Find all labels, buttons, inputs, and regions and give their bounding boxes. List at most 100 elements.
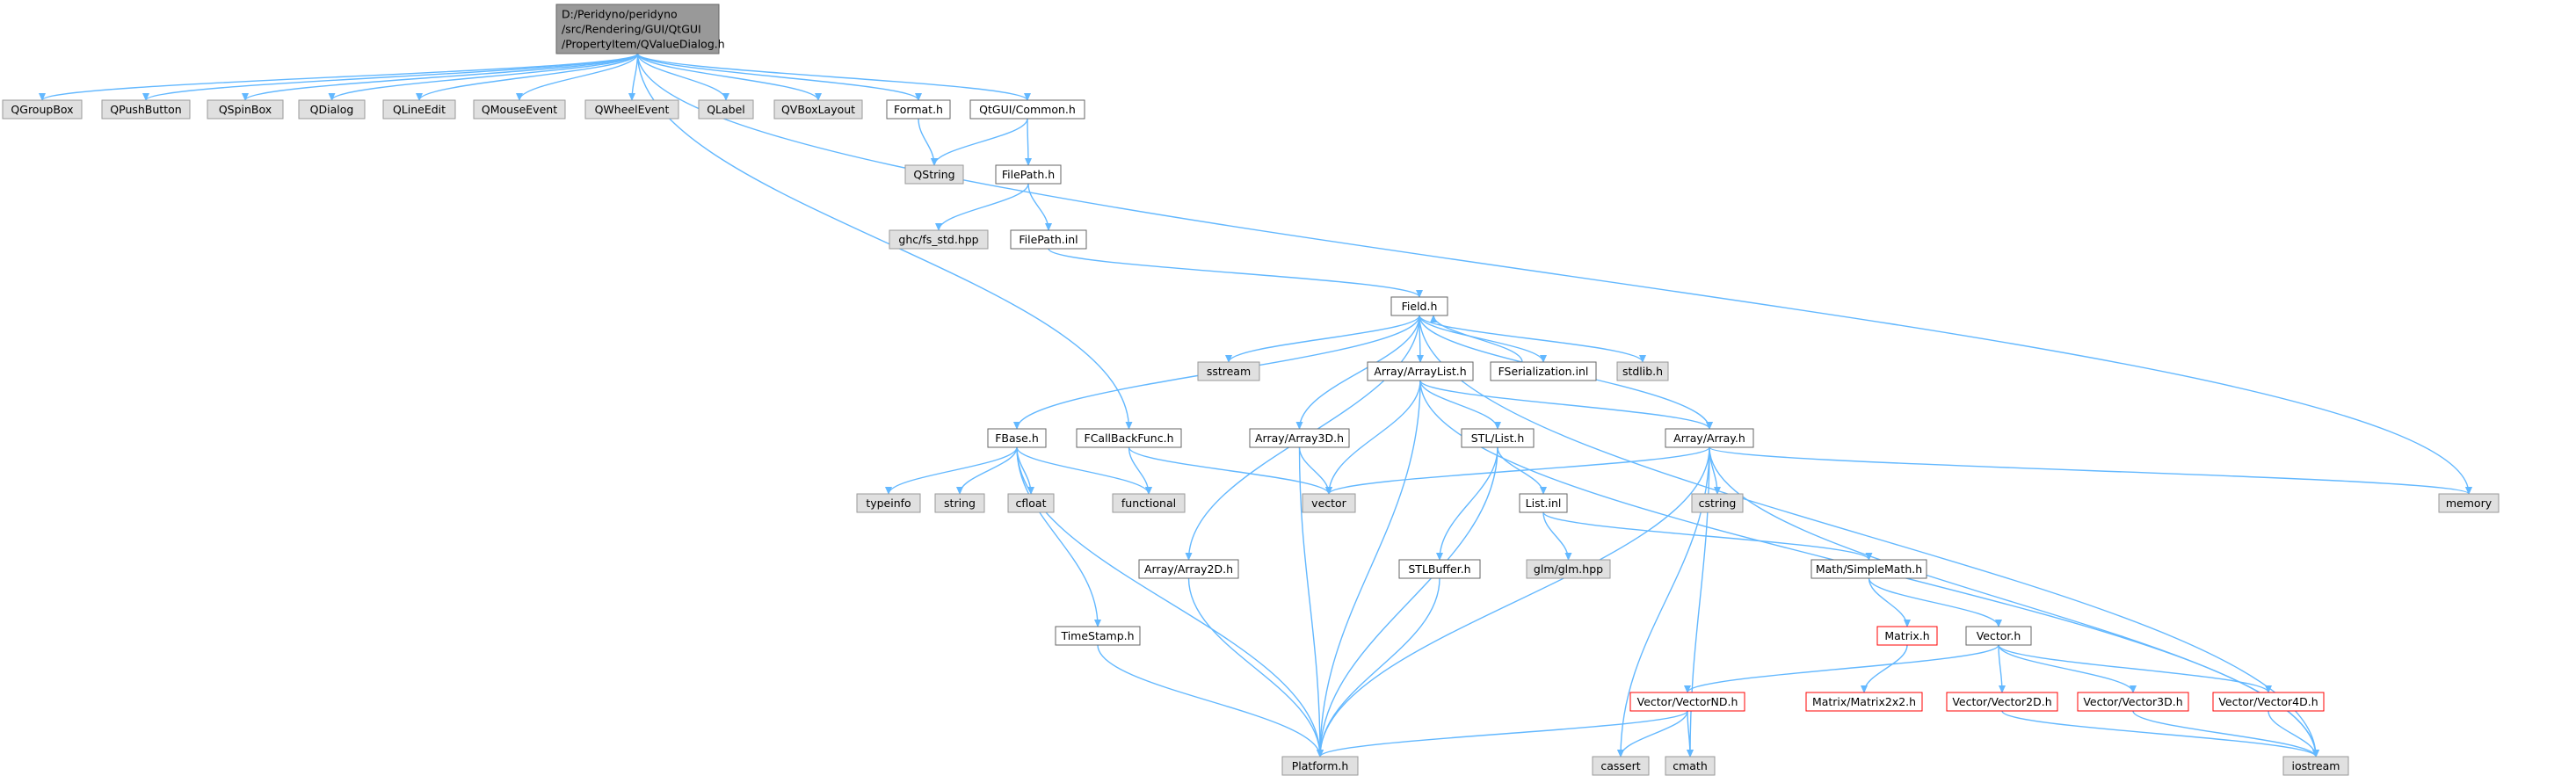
node-functional[interactable]: functional bbox=[1112, 493, 1186, 513]
edge-STLBuffer-to-Platform bbox=[1317, 577, 1440, 758]
edge-ArrayH-to-vector bbox=[1325, 446, 1710, 495]
edge-Field-to-iostream bbox=[1419, 315, 2319, 758]
node-VectorND[interactable]: Vector/VectorND.h bbox=[1629, 692, 1745, 712]
node-box bbox=[1665, 428, 1754, 448]
node-SimpleMath[interactable]: Math/SimpleMath.h bbox=[1810, 559, 1927, 579]
node-label: QMouseEvent bbox=[482, 103, 557, 116]
edge-Matrix-to-Matrix2x2 bbox=[1861, 644, 1908, 693]
node-cmath[interactable]: cmath bbox=[1665, 756, 1716, 776]
node-Array2D[interactable]: Array/Array2D.h bbox=[1138, 559, 1239, 579]
node-ArrayH[interactable]: Array/Array.h bbox=[1665, 428, 1754, 448]
node-Vector[interactable]: Vector.h bbox=[1965, 626, 2032, 646]
node-Vector3D[interactable]: Vector/Vector3D.h bbox=[2077, 692, 2189, 712]
node-Vector4D[interactable]: Vector/Vector4D.h bbox=[2212, 692, 2325, 712]
node-box bbox=[1076, 428, 1182, 448]
node-memory[interactable]: memory bbox=[2438, 493, 2500, 513]
edge-root-to-QLineEdit bbox=[416, 53, 639, 101]
node-vector[interactable]: vector bbox=[1302, 493, 1356, 513]
node-label: glm/glm.hpp bbox=[1534, 562, 1603, 576]
node-stdlib[interactable]: stdlib.h bbox=[1616, 361, 1669, 381]
node-label: Vector/VectorND.h bbox=[1637, 695, 1738, 708]
node-label: Vector/Vector3D.h bbox=[2083, 695, 2182, 708]
node-QMouseEvent[interactable]: QMouseEvent bbox=[473, 99, 566, 120]
node-cfloat[interactable]: cfloat bbox=[1007, 493, 1055, 513]
node-box bbox=[1055, 626, 1141, 646]
node-STLList[interactable]: STL/List.h bbox=[1461, 428, 1535, 448]
node-box bbox=[698, 99, 754, 120]
node-box bbox=[1249, 428, 1350, 448]
node-box bbox=[1010, 229, 1087, 250]
edge-root-to-QMouseEvent bbox=[516, 53, 639, 101]
node-STLBuffer[interactable]: STLBuffer.h bbox=[1398, 559, 1481, 579]
edges-layer bbox=[39, 53, 2472, 758]
node-string[interactable]: string bbox=[934, 493, 985, 513]
edge-ArrayList-to-STLList bbox=[1419, 380, 1501, 430]
node-box bbox=[2438, 493, 2500, 513]
edge-root-to-QLabel bbox=[636, 53, 729, 101]
node-box bbox=[101, 99, 191, 120]
node-ghc[interactable]: ghc/fs_std.hpp bbox=[889, 229, 989, 250]
node-Vector2D[interactable]: Vector/Vector2D.h bbox=[1946, 692, 2058, 712]
node-QLabel[interactable]: QLabel bbox=[698, 99, 754, 120]
node-Format[interactable]: Format.h bbox=[886, 99, 951, 120]
node-box bbox=[1876, 626, 1938, 646]
node-label: /PropertyItem/QValueDialog.h bbox=[562, 38, 725, 51]
node-box bbox=[298, 99, 366, 120]
edge-SimpleMath-to-Matrix bbox=[1868, 577, 1911, 627]
node-ArrayList[interactable]: Array/ArrayList.h bbox=[1367, 361, 1474, 381]
node-FBase[interactable]: FBase.h bbox=[987, 428, 1047, 448]
node-Platform[interactable]: Platform.h bbox=[1281, 756, 1359, 776]
node-cassert[interactable]: cassert bbox=[1592, 756, 1650, 776]
node-QSpinBox[interactable]: QSpinBox bbox=[207, 99, 284, 120]
node-label: D:/Peridyno/peridyno bbox=[562, 8, 678, 21]
edge-ArrayList-to-vector bbox=[1325, 380, 1421, 495]
node-TimeStamp[interactable]: TimeStamp.h bbox=[1055, 626, 1141, 646]
node-box bbox=[1281, 756, 1359, 776]
edge-Vector-to-Vector3D bbox=[1998, 644, 2137, 693]
edge-QtCommon-to-FilePath bbox=[1024, 118, 1032, 166]
edge-FCallBack-to-vector bbox=[1128, 446, 1332, 495]
node-ListInl[interactable]: List.inl bbox=[1519, 493, 1568, 513]
edge-STLList-to-STLBuffer bbox=[1436, 446, 1498, 561]
edge-FBase-to-functional bbox=[1016, 446, 1152, 495]
node-QWheelEvent[interactable]: QWheelEvent bbox=[584, 99, 679, 120]
node-box bbox=[1965, 626, 2032, 646]
node-label: cassert bbox=[1600, 759, 1640, 772]
node-label: sstream bbox=[1207, 365, 1251, 378]
edge-FBase-to-TimeStamp bbox=[1016, 446, 1101, 627]
node-QDialog[interactable]: QDialog bbox=[298, 99, 366, 120]
node-box bbox=[1490, 361, 1597, 381]
node-QLineEdit[interactable]: QLineEdit bbox=[382, 99, 456, 120]
node-Matrix[interactable]: Matrix.h bbox=[1876, 626, 1938, 646]
node-Field[interactable]: Field.h bbox=[1390, 296, 1448, 316]
edge-QtCommon-to-QString bbox=[931, 118, 1028, 166]
node-QtCommon[interactable]: QtGUI/Common.h bbox=[969, 99, 1085, 120]
node-FSerial[interactable]: FSerialization.inl bbox=[1490, 361, 1597, 381]
node-Array3D[interactable]: Array/Array3D.h bbox=[1249, 428, 1350, 448]
node-cstring[interactable]: cstring bbox=[1691, 493, 1744, 513]
node-box bbox=[1810, 559, 1927, 579]
node-glm[interactable]: glm/glm.hpp bbox=[1526, 559, 1611, 579]
node-label: FBase.h bbox=[995, 431, 1039, 445]
edge-root-to-QtCommon bbox=[636, 53, 1031, 101]
node-iostream[interactable]: iostream bbox=[2282, 756, 2349, 776]
node-FCallBack[interactable]: FCallBackFunc.h bbox=[1076, 428, 1182, 448]
edge-Field-to-sstream bbox=[1225, 315, 1420, 363]
node-FilePath[interactable]: FilePath.h bbox=[995, 164, 1062, 185]
node-typeinfo[interactable]: typeinfo bbox=[856, 493, 921, 513]
edge-FBase-to-string bbox=[956, 446, 1018, 495]
node-label: QWheelEvent bbox=[595, 103, 670, 116]
node-sstream[interactable]: sstream bbox=[1197, 361, 1260, 381]
nodes-layer: D:/Peridyno/peridyno/src/Rendering/GUI/Q… bbox=[2, 4, 2500, 776]
edge-FilePath-to-ghc bbox=[935, 183, 1029, 231]
node-Matrix2x2[interactable]: Matrix/Matrix2x2.h bbox=[1805, 692, 1923, 712]
node-QGroupBox[interactable]: QGroupBox bbox=[2, 99, 83, 120]
edge-ArrayH-to-memory bbox=[1709, 446, 2472, 495]
node-QString[interactable]: QString bbox=[904, 164, 964, 185]
node-FilePathInl[interactable]: FilePath.inl bbox=[1010, 229, 1087, 250]
edge-ListInl-to-glm bbox=[1542, 511, 1572, 561]
node-box bbox=[1461, 428, 1535, 448]
edge-Vector2D-to-iostream bbox=[2001, 710, 2319, 758]
node-QVBoxLayout[interactable]: QVBoxLayout bbox=[773, 99, 863, 120]
node-QPushButton[interactable]: QPushButton bbox=[101, 99, 191, 120]
